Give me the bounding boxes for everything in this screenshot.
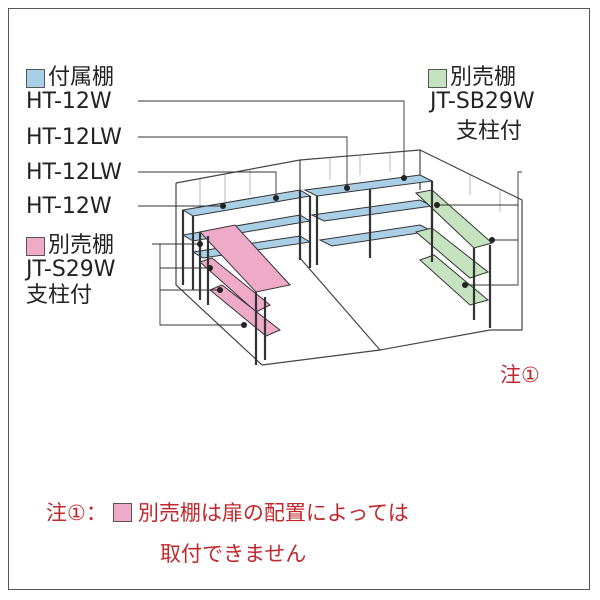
legend-attached-title: 付属棚	[48, 65, 115, 90]
blue-shelf-unit-right	[303, 174, 434, 265]
leader-lines	[138, 100, 522, 326]
pink-shelf-board	[199, 224, 291, 293]
model-label: JT-SB29W	[430, 89, 535, 114]
blue-swatch	[26, 68, 45, 88]
legend-pink-note: 支柱付	[26, 283, 93, 308]
green-shelf-board	[414, 227, 490, 279]
model-label: HT-12LW	[26, 160, 122, 185]
model-label: JT-S29W	[26, 257, 116, 282]
legend-pink-title: 別売棚	[48, 233, 115, 258]
blue-shelf-board	[303, 174, 434, 197]
leader-dots	[197, 175, 495, 328]
legend-green-shelf: 別売棚	[428, 66, 516, 90]
green-shelf-board	[419, 254, 490, 306]
footnote-text-2: 取付できません	[160, 542, 307, 566]
green-swatch	[428, 68, 447, 88]
pink-shelf-unit	[198, 224, 291, 365]
model-label: HT-12LW	[26, 125, 122, 150]
blue-shelf-board	[181, 189, 312, 217]
legend-attached-shelf: 付属棚	[26, 66, 114, 90]
blue-shelf-board	[310, 199, 434, 222]
note-marker: 注①	[500, 363, 540, 387]
pink-swatch	[26, 236, 45, 256]
model-label: HT-12W	[26, 89, 112, 114]
footnote-line-1: 注①： 別売棚は扉の配置によっては	[46, 497, 409, 527]
pink-shelf-board	[209, 284, 281, 337]
legend-green-note: 支柱付	[456, 119, 523, 144]
diagram-frame	[8, 8, 590, 590]
legend-pink-shelf: 別売棚	[26, 234, 114, 258]
wall-texture	[199, 152, 501, 212]
footnote-text-1: 別売棚は扉の配置によっては	[137, 501, 409, 525]
pink-swatch	[112, 502, 132, 522]
green-shelf-unit	[414, 189, 494, 328]
footnote-prefix: 注①：	[46, 501, 107, 525]
model-label: HT-12W	[26, 194, 112, 219]
legend-green-title: 別売棚	[450, 65, 517, 90]
blue-shelf-board	[318, 224, 434, 247]
